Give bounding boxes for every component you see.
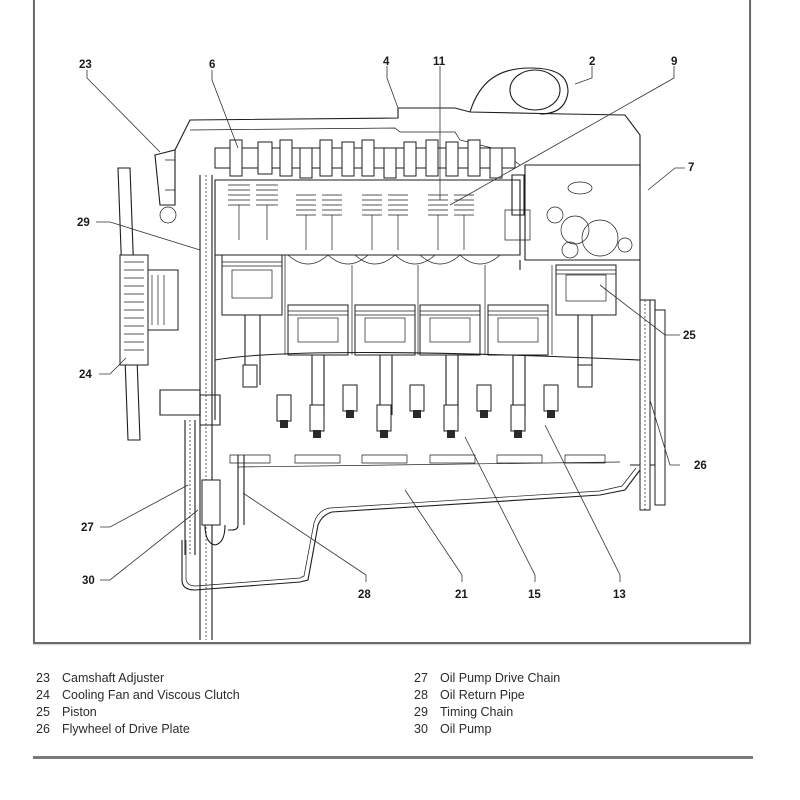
pistons <box>221 254 617 385</box>
legend-num: 28 <box>414 688 428 702</box>
callout-27: 27 <box>81 522 94 534</box>
legend-item: 26 Flywheel of Drive Plate <box>36 721 240 738</box>
callout-7: 7 <box>688 162 694 174</box>
callout-26: 26 <box>694 460 707 472</box>
legend-item: 27 Oil Pump Drive Chain <box>414 670 560 687</box>
camshaft <box>214 139 516 179</box>
oil-filler-cap <box>469 67 569 115</box>
callout-labels: 23 6 4 11 2 9 7 29 25 24 26 27 30 28 21 … <box>77 56 707 601</box>
legend-num: 29 <box>414 705 428 719</box>
cooling-fan <box>117 167 179 441</box>
legend-label: Flywheel of Drive Plate <box>62 722 190 736</box>
engine-drawing <box>117 67 666 640</box>
legend-right-column: 27 Oil Pump Drive Chain 28 Oil Return Pipe… <box>414 670 560 738</box>
callout-29: 29 <box>77 217 90 229</box>
callout-15: 15 <box>528 589 541 601</box>
legend-label: Oil Pump <box>440 722 492 736</box>
legend-num: 27 <box>414 671 428 685</box>
legend-num: 30 <box>414 722 428 736</box>
legend-item: 23 Camshaft Adjuster <box>36 670 240 687</box>
callout-28: 28 <box>358 589 371 601</box>
valve-cover <box>174 107 641 175</box>
oil-pump <box>201 455 245 546</box>
legend-label: Timing Chain <box>440 705 514 719</box>
legend-label: Piston <box>62 705 97 719</box>
callout-11: 11 <box>433 56 446 68</box>
callout-30: 30 <box>82 575 95 587</box>
legend-label: Oil Return Pipe <box>440 688 525 702</box>
legend-label: Oil Pump Drive Chain <box>440 671 561 685</box>
legend-num: 23 <box>36 671 50 685</box>
camshaft-adjuster <box>154 149 177 224</box>
callout-21: 21 <box>455 589 468 601</box>
callout-leaders <box>86 66 685 582</box>
intake-manifold <box>504 164 641 261</box>
legend-item: 28 Oil Return Pipe <box>414 687 560 704</box>
timing-chain <box>184 175 213 640</box>
callout-4: 4 <box>383 56 390 68</box>
oil-pan <box>181 469 641 591</box>
callout-2: 2 <box>589 56 595 68</box>
callout-24: 24 <box>79 369 92 381</box>
legend-item: 29 Timing Chain <box>414 704 560 721</box>
callout-13: 13 <box>613 589 626 601</box>
callout-23: 23 <box>79 59 92 71</box>
legend-num: 25 <box>36 705 50 719</box>
valve-springs <box>228 184 501 265</box>
callout-25: 25 <box>683 330 696 342</box>
legend-item: 24 Cooling Fan and Viscous Clutch <box>36 687 240 704</box>
flywheel <box>639 299 666 511</box>
legend-item: 30 Oil Pump <box>414 721 560 738</box>
callout-6: 6 <box>209 59 215 71</box>
legend-num: 26 <box>36 722 50 736</box>
legend-num: 24 <box>36 688 50 702</box>
crankshaft <box>214 351 641 464</box>
legend-item: 25 Piston <box>36 704 240 721</box>
legend-label: Cooling Fan and Viscous Clutch <box>62 688 240 702</box>
page-separator-rule <box>33 756 753 759</box>
callout-9: 9 <box>671 56 677 68</box>
legend-left-column: 23 Camshaft Adjuster 24 Cooling Fan and Vi… <box>36 670 240 738</box>
legend-label: Camshaft Adjuster <box>62 671 165 685</box>
